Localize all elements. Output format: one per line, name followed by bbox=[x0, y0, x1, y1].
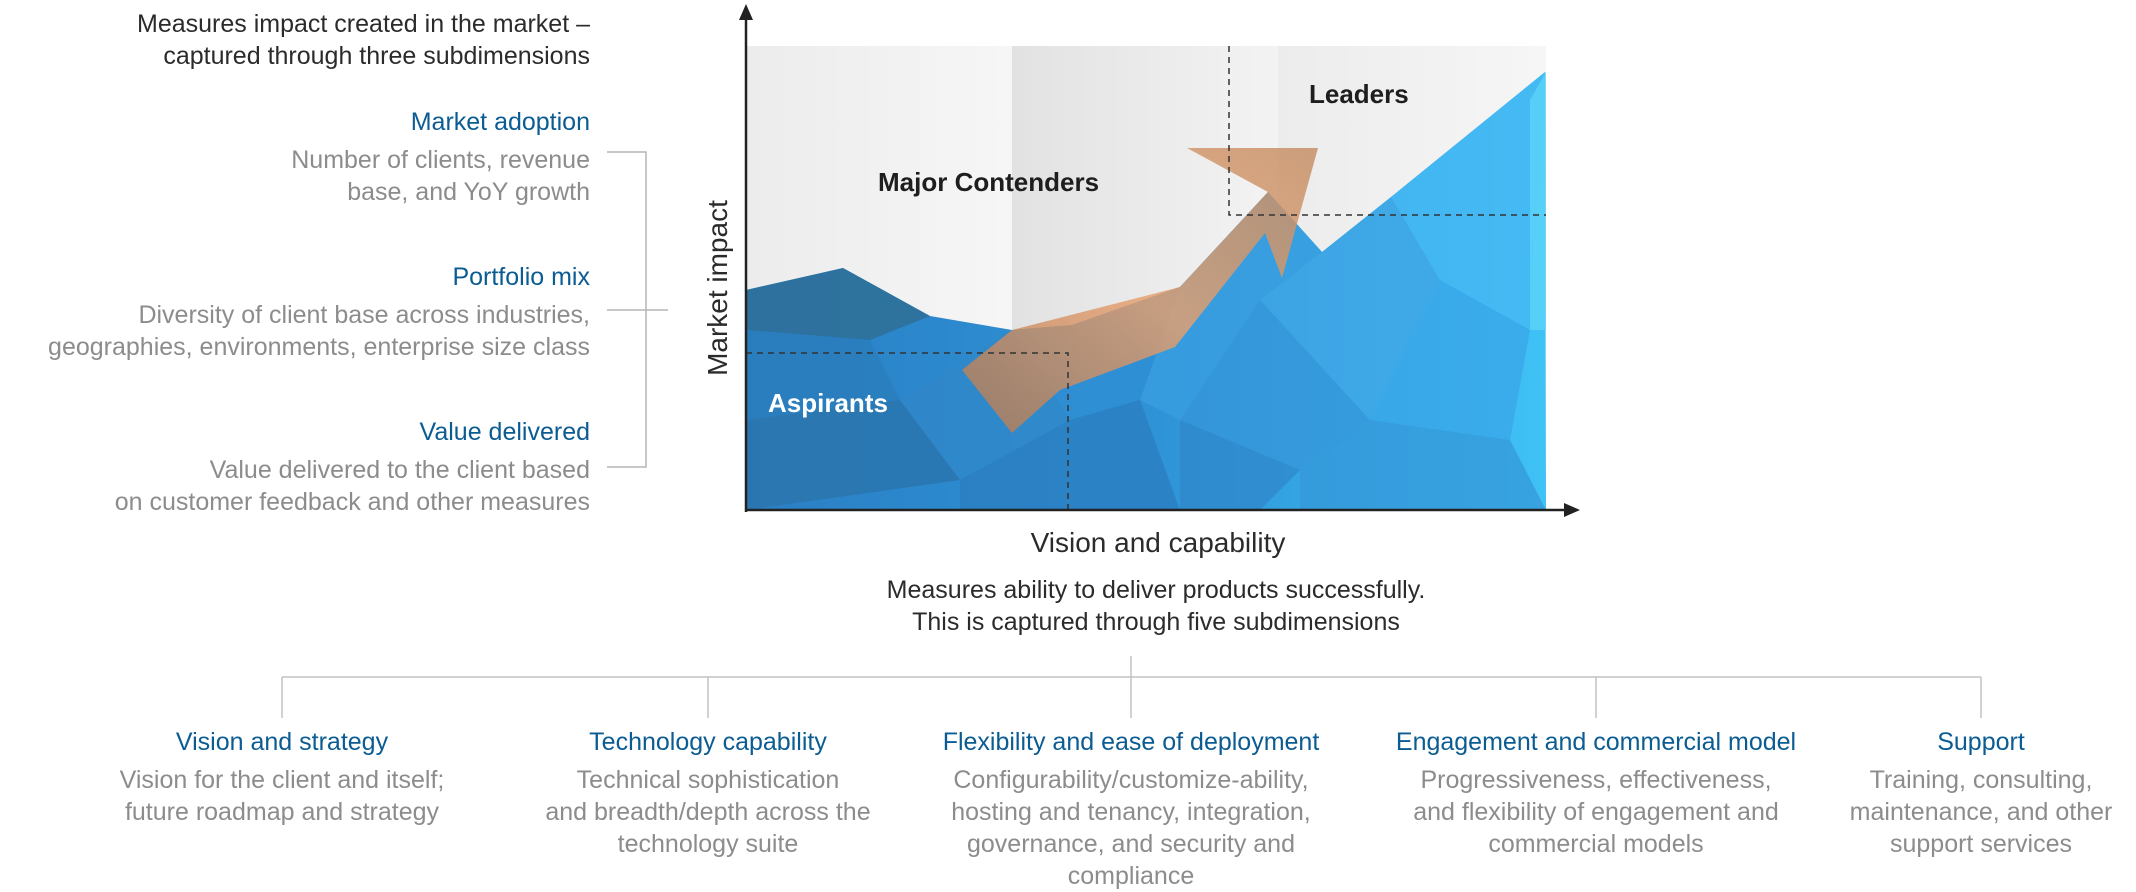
subdimension-engagement-and-commercial-model: Engagement and commercial model Progress… bbox=[1361, 726, 1831, 860]
quadrant-label-major-contenders: Major Contenders bbox=[878, 167, 1100, 197]
support-title: Support bbox=[1937, 728, 2025, 756]
quadrant-label-leaders: Leaders bbox=[1309, 79, 1409, 109]
subdimension-vision-and-strategy: Vision and strategy Vision for the clien… bbox=[82, 726, 482, 828]
mountain-facet bbox=[1180, 300, 1370, 470]
growth-arrow bbox=[962, 148, 1318, 433]
subdimension-support: Support Training, consulting, maintenanc… bbox=[1811, 726, 2136, 860]
subdimension-flexibility-and-ease-of-deployment: Flexibility and ease of deployment Confi… bbox=[906, 726, 1356, 892]
market-adoption-title: Market adoption bbox=[410, 108, 590, 136]
quadrant-label-aspirants: Aspirants bbox=[768, 388, 888, 418]
market-impact-description: Measures impact created in the market – … bbox=[40, 8, 590, 72]
market-adoption-desc-line2: base, and YoY growth bbox=[347, 178, 590, 206]
support-desc-line2: maintenance, and other bbox=[1849, 798, 2113, 826]
engagement-title: Engagement and commercial model bbox=[1395, 728, 1797, 756]
market-impact-description-line2: captured through three subdimensions bbox=[163, 42, 590, 70]
flexibility-title: Flexibility and ease of deployment bbox=[942, 728, 1320, 756]
vision-capability-tree bbox=[281, 656, 1982, 718]
technology-capability-desc-line2: and breadth/depth across the bbox=[545, 798, 871, 826]
mountain-facet bbox=[1300, 420, 1546, 510]
market-adoption-block: Market adoption Number of clients, reven… bbox=[0, 106, 590, 208]
engagement-desc-line3: commercial models bbox=[1488, 830, 1704, 858]
market-adoption-desc-line1: Number of clients, revenue bbox=[291, 146, 590, 174]
leaders-boundary bbox=[1228, 46, 1546, 216]
support-desc-line1: Training, consulting, bbox=[1869, 766, 2093, 794]
flexibility-desc-line4: compliance bbox=[1067, 862, 1195, 890]
vision-and-strategy-desc-line1: Vision for the client and itself; bbox=[119, 766, 445, 794]
subdimension-technology-capability: Technology capability Technical sophisti… bbox=[508, 726, 908, 860]
technology-capability-title: Technology capability bbox=[589, 728, 827, 756]
portfolio-mix-desc-line1: Diversity of client base across industri… bbox=[138, 301, 590, 329]
mountain-facet bbox=[746, 268, 930, 340]
value-delivered-desc-line1: Value delivered to the client based bbox=[209, 456, 590, 484]
market-impact-bracket bbox=[607, 151, 668, 468]
market-impact-description-line1: Measures impact created in the market – bbox=[137, 10, 590, 38]
portfolio-mix-block: Portfolio mix Diversity of client base a… bbox=[0, 261, 590, 363]
vision-and-strategy-desc-line2: future roadmap and strategy bbox=[124, 798, 440, 826]
mountain-facet bbox=[1370, 280, 1530, 440]
vision-capability-description-line1: Measures ability to deliver products suc… bbox=[886, 576, 1426, 604]
portfolio-mix-title: Portfolio mix bbox=[452, 263, 590, 291]
x-axis-label: Vision and capability bbox=[1030, 527, 1286, 558]
engagement-desc-line2: and flexibility of engagement and bbox=[1413, 798, 1779, 826]
engagement-desc-line1: Progressiveness, effectiveness, bbox=[1420, 766, 1772, 794]
value-delivered-desc-line2: on customer feedback and other measures bbox=[114, 488, 590, 516]
x-axis-arrowhead bbox=[1564, 503, 1580, 517]
y-axis-arrowhead bbox=[739, 4, 753, 20]
value-delivered-title: Value delivered bbox=[419, 418, 590, 446]
technology-capability-desc-line1: Technical sophistication bbox=[576, 766, 840, 794]
y-axis-label: Market impact bbox=[702, 200, 733, 376]
support-desc-line3: support services bbox=[1889, 830, 2073, 858]
mountain-facet bbox=[1260, 197, 1440, 420]
flexibility-desc-line1: Configurability/customize-ability, bbox=[953, 766, 1309, 794]
value-delivered-block: Value delivered Value delivered to the c… bbox=[0, 416, 590, 518]
vision-capability-description: Measures ability to deliver products suc… bbox=[756, 574, 1556, 638]
aspirants-boundary bbox=[746, 352, 1069, 510]
portfolio-mix-desc-line2: geographies, environments, enterprise si… bbox=[48, 333, 590, 361]
technology-capability-desc-line3: technology suite bbox=[617, 830, 799, 858]
flexibility-desc-line2: hosting and tenancy, integration, bbox=[951, 798, 1311, 826]
mountain-facet bbox=[1530, 72, 1546, 330]
vision-capability-description-line2: This is captured through five subdimensi… bbox=[912, 608, 1400, 636]
flexibility-desc-line3: governance, and security and bbox=[967, 830, 1295, 858]
mountain-facet bbox=[1391, 72, 1545, 330]
mountain-facet bbox=[960, 400, 1180, 510]
mountain-facet bbox=[1180, 420, 1300, 510]
mountain-facet bbox=[746, 400, 960, 510]
vision-and-strategy-title: Vision and strategy bbox=[175, 728, 389, 756]
